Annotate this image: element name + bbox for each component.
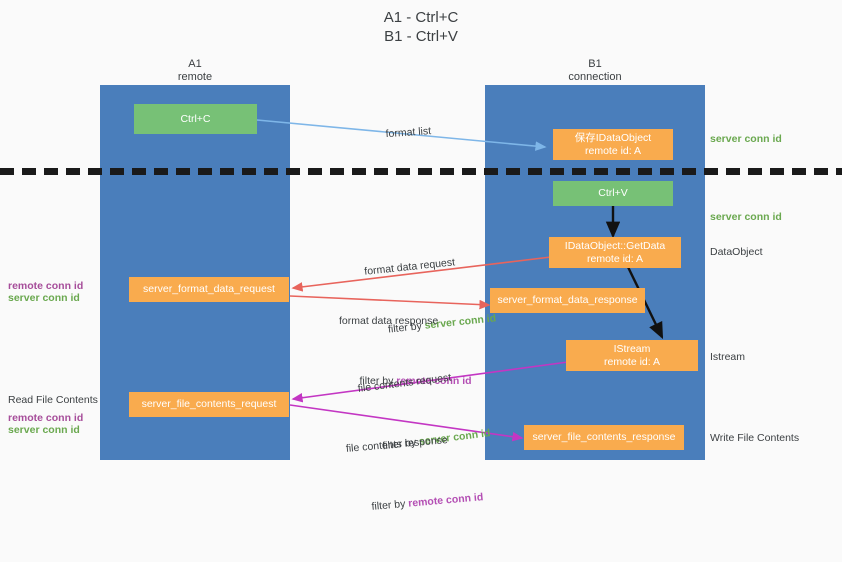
box-server-format-data-response[interactable]: server_format_data_response xyxy=(490,288,645,313)
box-getdata-line1: IDataObject::GetData xyxy=(564,239,666,252)
arrow-layer xyxy=(256,119,664,442)
arrow-file-contents-response xyxy=(289,404,524,442)
arrow-format-list xyxy=(256,119,547,151)
label-format-data-response-filter: filter by remote conn id xyxy=(339,359,472,404)
box-server-format-data-response-label: server_format_data_response xyxy=(497,294,638,306)
label-file-contents-response-main: file contents response xyxy=(345,434,449,455)
label-format-data-request-main: format data request xyxy=(363,256,456,278)
lane-header-a1: A1 remote xyxy=(177,58,213,83)
annotation-read-file-contents: Read File Contents xyxy=(8,394,98,406)
label-format-list-text: format list xyxy=(385,125,432,141)
box-ctrl-c-label: Ctrl+C xyxy=(180,112,211,125)
box-istream[interactable]: IStream remote id: A xyxy=(566,340,698,371)
arrow-format-data-request xyxy=(291,256,552,292)
box-server-format-data-request[interactable]: server_format_data_request xyxy=(129,277,289,302)
annotation-server-conn-id-top: server conn id xyxy=(710,133,782,145)
annotation-server-conn-id-mid: server conn id xyxy=(710,211,782,223)
box-istream-line1: IStream xyxy=(613,342,651,355)
label-file-contents-request-main: file contents request xyxy=(357,371,452,395)
arrow-file-contents-request xyxy=(291,361,569,403)
box-server-file-contents-response-label: server_file_contents_response xyxy=(532,431,676,443)
box-ctrl-c[interactable]: Ctrl+C xyxy=(134,104,257,134)
filter-key-remote-conn-id: remote conn id xyxy=(407,491,484,510)
label-file-contents-response-filter: filter by remote conn id xyxy=(349,475,485,531)
box-server-format-data-request-label: server_format_data_request xyxy=(143,283,275,295)
page-title: A1 - Ctrl+C B1 - Ctrl+V xyxy=(383,9,459,45)
label-file-contents-response: file contents response filter by remote … xyxy=(343,401,488,562)
box-ctrl-v[interactable]: Ctrl+V xyxy=(553,181,673,206)
label-format-data-response-main: format data response xyxy=(339,315,439,327)
box-save-idataobject-line2: remote id: A xyxy=(584,144,642,157)
annotation-remote-conn-id-1: remote conn id xyxy=(8,280,84,292)
filter-prefix: filter by xyxy=(371,497,409,513)
diagram-canvas: A1 - Ctrl+C B1 - Ctrl+V A1 remote B1 con… xyxy=(0,9,842,513)
box-server-file-contents-response[interactable]: server_file_contents_response xyxy=(524,425,684,450)
label-format-list: format list xyxy=(373,109,433,158)
annotation-dataobject: DataObject xyxy=(710,246,763,258)
box-idataobject-getdata[interactable]: IDataObject::GetData remote id: A xyxy=(549,237,681,268)
box-istream-line2: remote id: A xyxy=(603,355,661,368)
lane-header-b1: B1 connection xyxy=(568,58,622,83)
filter-prefix: filter by xyxy=(359,375,397,387)
box-save-idataobject-line1: 保存IDataObject xyxy=(574,131,652,144)
box-save-idataobject[interactable]: 保存IDataObject remote id: A xyxy=(553,129,673,160)
annotation-remote-conn-id-2: remote conn id xyxy=(8,412,84,424)
arrow-getdata-to-istream xyxy=(626,266,664,340)
phase-divider xyxy=(0,168,842,175)
arrow-format-data-response xyxy=(289,295,491,310)
annotation-istream: Istream xyxy=(710,351,746,363)
filter-key-remote-conn-id: remote conn id xyxy=(396,375,472,387)
annotation-write-file-contents: Write File Contents xyxy=(710,432,800,444)
box-server-file-contents-request[interactable]: server_file_contents_request xyxy=(129,392,289,417)
annotation-server-conn-id-2: server conn id xyxy=(8,424,80,436)
box-ctrl-v-label: Ctrl+V xyxy=(598,187,628,199)
box-server-file-contents-request-label: server_file_contents_request xyxy=(141,398,277,410)
annotation-server-conn-id-1: server conn id xyxy=(8,292,80,304)
box-getdata-line2: remote id: A xyxy=(586,252,644,265)
label-format-data-response: format data response filter by remote co… xyxy=(339,284,472,434)
